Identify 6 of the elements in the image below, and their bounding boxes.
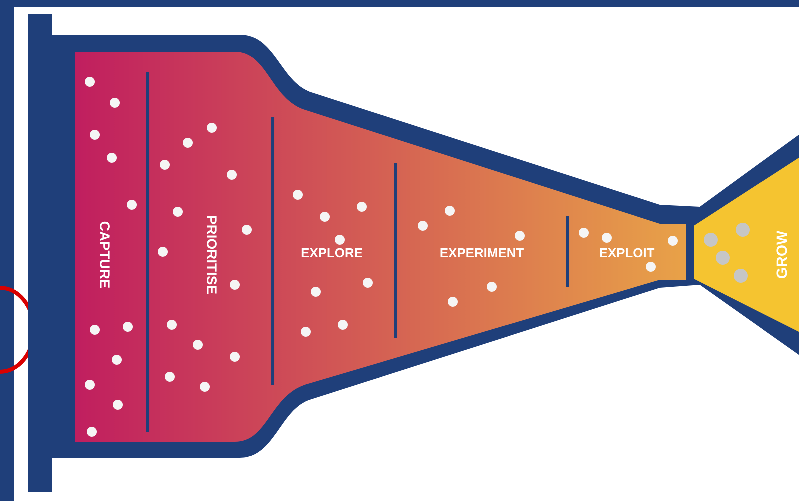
stage-label: EXPERIMENT xyxy=(440,248,524,258)
stage-label: EXPLOIT xyxy=(600,248,655,258)
stage-label: PRIORITISE xyxy=(207,216,217,294)
stage-label: GROW xyxy=(776,230,788,278)
stage-label: EXPLORE xyxy=(302,248,362,258)
stage-label: CAPTURE xyxy=(100,222,110,288)
